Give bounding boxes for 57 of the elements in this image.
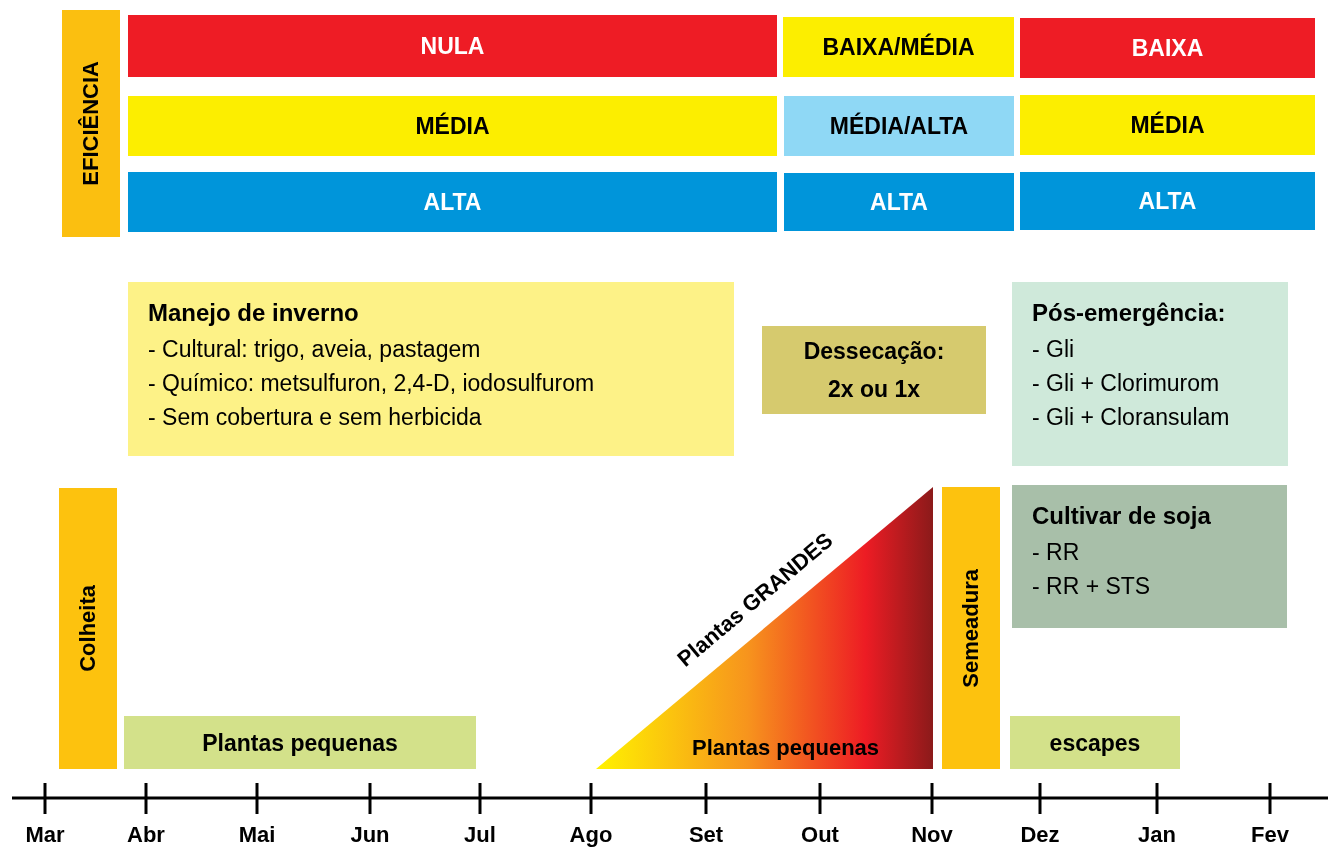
month-label: Mai [237,822,277,848]
bar-label: BAIXA/MÉDIA [822,32,975,62]
list-item: - Químico: metsulfuron, 2,4-D, iodosulfurom [148,369,596,398]
stage-bar [942,487,1000,769]
bar-label: ALTA [870,188,928,217]
bar-label: escapes [1049,728,1141,758]
month-label: Abr [126,822,166,848]
list-item: - Gli [1032,335,1076,364]
vertical-label: Colheita [75,585,101,672]
month-label: Nov [910,822,954,848]
efficiency-bar [784,173,1014,231]
month-label: Fev [1250,822,1290,848]
triangle-label: Plantas pequenas [692,735,880,761]
info-box [128,282,734,456]
bar-label: MÉDIA [415,111,490,141]
bar-label: BAIXA [1131,34,1204,63]
efficiency-bar [1020,95,1315,155]
efficiency-bar [1020,172,1315,230]
efficiency-bar [1020,18,1315,78]
list-item: - RR [1032,538,1081,567]
list-item: - Gli + Clorimurom [1032,369,1221,398]
list-item: - Gli + Cloransulam [1032,403,1231,432]
list-item: - Cultural: trigo, aveia, pastagem [148,335,482,364]
list-item: - Sem cobertura e sem herbicida [148,403,483,432]
efficiency-bar [783,17,1014,77]
info-box [762,326,986,414]
info-box [1012,282,1288,466]
efficiency-bar [128,96,777,156]
month-label: Mar [24,822,66,848]
list-item: - RR + STS [1032,572,1152,601]
month-label: Out [800,822,840,848]
month-label: Jan [1137,822,1177,848]
weed-bar [1010,716,1180,769]
month-label: Jul [463,822,497,848]
bar-label: NULA [420,32,485,61]
stage-bar [59,488,117,769]
month-label: Dez [1019,822,1061,848]
weed-bar [124,716,476,769]
month-label: Jun [349,822,391,848]
efficiency-bar [784,96,1014,156]
efficiency-bar [128,15,777,77]
bar-label: MÉDIA/ALTA [829,111,969,141]
bar-label: Dessecação: 2x ou 1x [802,337,946,404]
vertical-label: Semeadura [958,568,984,688]
box-heading: Pós-emergência: [1032,298,1227,328]
vertical-label: EFICIÊNCIA [78,61,104,186]
label-bar [62,10,120,237]
box-heading: Manejo de inverno [148,298,360,328]
box-heading: Cultivar de soja [1032,501,1212,531]
bar-label: Plantas pequenas [202,728,398,758]
bar-label: ALTA [1138,187,1197,216]
info-box [1012,485,1287,628]
month-label: Ago [568,822,614,848]
bar-label: MÉDIA [1130,110,1205,140]
month-label: Set [687,822,725,848]
efficiency-bar [128,172,777,232]
bar-label: ALTA [423,188,482,217]
